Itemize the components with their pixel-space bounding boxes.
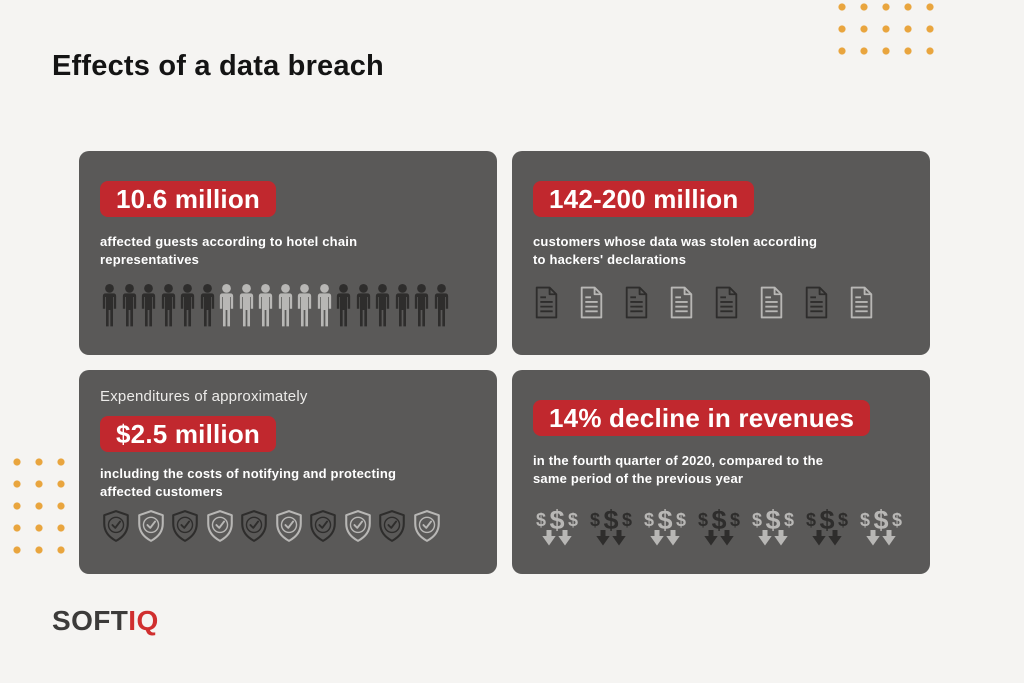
svg-text:$: $	[873, 505, 888, 535]
person-icon	[256, 282, 275, 328]
person-icon	[354, 282, 373, 328]
softiq-logo: SOFTIQ	[52, 605, 159, 637]
svg-text:$: $	[603, 505, 618, 535]
person-icon	[120, 282, 139, 328]
document-icon	[758, 286, 785, 319]
person-icon	[393, 282, 412, 328]
shield-check-icon	[376, 509, 408, 543]
person-icon	[295, 282, 314, 328]
logo-text-primary: SOFT	[52, 605, 129, 636]
document-icon	[668, 286, 695, 319]
shield-check-icon	[100, 509, 132, 543]
shield-check-icon	[411, 509, 443, 543]
document-icon	[848, 286, 875, 319]
person-icon	[159, 282, 178, 328]
person-icon	[178, 282, 197, 328]
card-expenditures: Expenditures of approximately $2.5 milli…	[79, 370, 497, 574]
person-icon	[315, 282, 334, 328]
stat-value: 142-200 million	[549, 184, 739, 214]
stat-value: 10.6 million	[116, 184, 261, 214]
svg-text:$: $	[765, 505, 780, 535]
stat-description: in the fourth quarter of 2020, compared …	[533, 453, 824, 486]
svg-text:$: $	[657, 505, 672, 535]
card-grid: 10.6 million affected guests according t…	[79, 151, 930, 574]
stat-badge: 10.6 million	[100, 181, 277, 217]
svg-text:$: $	[892, 510, 902, 530]
revenue-drop-icon: $$$	[533, 502, 581, 548]
stat-description: customers whose data was stolen accordin…	[533, 234, 818, 267]
svg-text:$: $	[711, 505, 726, 535]
card-revenue-decline: 14% decline in revenues in the fourth qu…	[512, 370, 930, 574]
person-icon	[334, 282, 353, 328]
svg-text:$: $	[676, 510, 686, 530]
stat-badge: 14% decline in revenues	[533, 400, 871, 436]
svg-text:$: $	[730, 510, 740, 530]
person-icon	[198, 282, 217, 328]
person-icon	[373, 282, 392, 328]
person-icon	[100, 282, 119, 328]
document-icon	[533, 286, 560, 319]
document-icon	[578, 286, 605, 319]
person-icon	[276, 282, 295, 328]
svg-text:$: $	[536, 510, 546, 530]
shield-check-icon	[169, 509, 201, 543]
stat-badge: 142-200 million	[533, 181, 755, 217]
revenue-drop-icon: $$$	[587, 502, 635, 548]
svg-text:$: $	[590, 510, 600, 530]
shield-check-icon	[135, 509, 167, 543]
svg-text:$: $	[752, 510, 762, 530]
stat-badge: $2.5 million	[100, 416, 277, 452]
revenue-drop-icon-row: $$$$$$$$$$$$$$$$$$$$$	[533, 502, 910, 548]
logo-text-accent: IQ	[128, 605, 159, 636]
stat-value: $2.5 million	[116, 419, 261, 449]
card-affected-guests: 10.6 million affected guests according t…	[79, 151, 497, 355]
document-icon	[803, 286, 830, 319]
svg-text:$: $	[644, 510, 654, 530]
stat-description: affected guests according to hotel chain…	[100, 234, 358, 267]
svg-text:$: $	[698, 510, 708, 530]
stat-value: 14% decline in revenues	[549, 403, 855, 433]
document-icon	[713, 286, 740, 319]
revenue-drop-icon: $$$	[857, 502, 905, 548]
shield-check-icon	[238, 509, 270, 543]
svg-text:$: $	[622, 510, 632, 530]
revenue-drop-icon: $$$	[695, 502, 743, 548]
shield-check-icon	[342, 509, 374, 543]
svg-text:$: $	[806, 510, 816, 530]
svg-text:$: $	[819, 505, 834, 535]
svg-text:$: $	[860, 510, 870, 530]
shield-icon-row	[100, 509, 477, 543]
svg-text:$: $	[784, 510, 794, 530]
person-icon	[217, 282, 236, 328]
svg-text:$: $	[838, 510, 848, 530]
person-icon	[139, 282, 158, 328]
person-icon-row	[100, 282, 477, 328]
revenue-drop-icon: $$$	[641, 502, 689, 548]
person-icon	[237, 282, 256, 328]
document-icon-row	[533, 286, 910, 319]
stat-description: including the costs of notifying and pro…	[100, 466, 397, 499]
revenue-drop-icon: $$$	[803, 502, 851, 548]
dot-grid-bottom-left	[6, 451, 72, 561]
card-stolen-customer-data: 142-200 million customers whose data was…	[512, 151, 930, 355]
document-icon	[623, 286, 650, 319]
person-icon	[412, 282, 431, 328]
svg-text:$: $	[568, 510, 578, 530]
page-title: Effects of a data breach	[52, 50, 384, 82]
stat-pre-text: Expenditures of approximately	[100, 388, 308, 405]
shield-check-icon	[273, 509, 305, 543]
revenue-drop-icon: $$$	[749, 502, 797, 548]
shield-check-icon	[307, 509, 339, 543]
person-icon	[432, 282, 451, 328]
dot-grid-top-right	[831, 0, 941, 62]
svg-text:$: $	[549, 505, 564, 535]
shield-check-icon	[204, 509, 236, 543]
